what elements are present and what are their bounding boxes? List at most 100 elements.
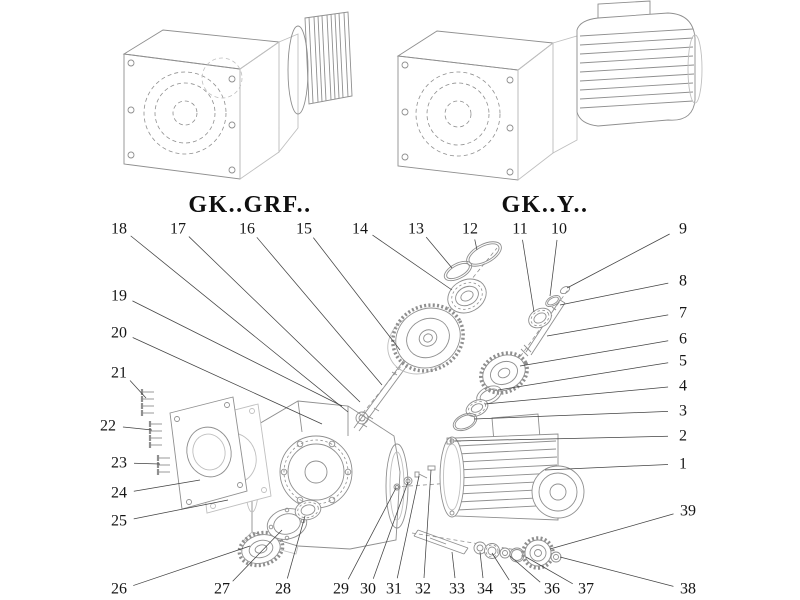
leader-line-8 [559, 282, 669, 306]
leader-line-32 [423, 469, 432, 579]
callout-36: 36 [544, 581, 560, 598]
callout-27: 27 [214, 581, 230, 598]
leader-line-16 [256, 237, 383, 386]
callout-6: 6 [679, 331, 687, 348]
screw-set-lower [156, 455, 170, 475]
callout-26: 26 [111, 581, 127, 598]
flange-fasteners [393, 465, 436, 491]
leader-line-36 [509, 555, 541, 583]
leader-line-31 [396, 475, 420, 579]
callout-28: 28 [275, 581, 291, 598]
callout-2: 2 [679, 428, 687, 445]
callout-21: 21 [111, 365, 127, 382]
leader-line-26 [133, 545, 251, 586]
callout-4: 4 [679, 378, 687, 395]
terminal-box [597, 0, 651, 18]
callout-23: 23 [111, 455, 127, 472]
leader-line-30 [372, 481, 409, 579]
callout-11: 11 [512, 221, 527, 238]
callout-33: 33 [449, 581, 465, 598]
leader-line-19 [132, 300, 343, 407]
inner-bearing [294, 499, 322, 521]
electric-motor [439, 413, 585, 521]
leader-line-25 [133, 499, 229, 520]
leader-line-38 [559, 556, 674, 587]
callout-25: 25 [111, 513, 127, 530]
leader-line-5 [497, 362, 669, 391]
leader-line-7 [546, 314, 669, 337]
callout-8: 8 [679, 273, 687, 290]
output-shaft-kit [413, 529, 562, 570]
bevel-gear [479, 351, 529, 395]
motor-flange [439, 436, 465, 518]
leader-line-11 [522, 239, 535, 313]
callout-7: 7 [679, 305, 687, 322]
callout-34: 34 [477, 581, 493, 598]
callout-39: 39 [680, 503, 696, 520]
callout-22: 22 [100, 418, 116, 435]
callout-5: 5 [679, 353, 687, 370]
callout-38: 38 [680, 581, 696, 598]
callout-35: 35 [510, 581, 526, 598]
leader-line-14 [372, 234, 453, 291]
leader-line-23 [133, 462, 161, 465]
leader-line-6 [519, 340, 669, 367]
leader-line-29 [347, 487, 397, 580]
leader-line-39 [549, 513, 674, 550]
callout-10: 10 [551, 221, 567, 238]
callout-30: 30 [360, 581, 376, 598]
callout-32: 32 [415, 581, 431, 598]
leader-line-18 [130, 235, 349, 413]
lower-pinion-bearing [465, 399, 489, 417]
callout-3: 3 [679, 403, 687, 420]
leader-line-24 [133, 479, 201, 492]
callout-15: 15 [296, 221, 312, 238]
shaft-nut [559, 285, 571, 295]
large-gear [387, 303, 465, 375]
leader-line-3 [473, 411, 669, 420]
leader-line-2 [454, 435, 669, 442]
callout-20: 20 [111, 325, 127, 342]
upper-bearing [447, 278, 487, 314]
screw-set-upper [140, 389, 154, 416]
leader-line-15 [313, 237, 401, 351]
callout-37: 37 [578, 581, 594, 598]
callout-14: 14 [352, 221, 368, 238]
gearbox-y-drawing [396, 0, 703, 181]
variant-title-grf: GK..GRF.. [188, 192, 311, 218]
callout-29: 29 [333, 581, 349, 598]
callout-16: 16 [239, 221, 255, 238]
callout-31: 31 [386, 581, 402, 598]
leader-line-21 [129, 380, 147, 399]
leader-line-4 [484, 386, 669, 405]
leader-line-13 [425, 236, 453, 269]
leader-line-28 [286, 515, 306, 579]
mounting-flange-plate [169, 396, 272, 514]
pinion-ring [545, 294, 561, 308]
leader-line-10 [549, 239, 558, 297]
leader-line-34 [479, 551, 484, 579]
gearbox-grf-drawing [122, 11, 353, 180]
leader-line-37 [525, 556, 573, 585]
callout-19: 19 [111, 288, 127, 305]
callout-17: 17 [170, 221, 186, 238]
leader-line-17 [188, 236, 361, 403]
leader-line-20 [132, 337, 323, 425]
exploded-view [140, 241, 585, 570]
motor-end-face [531, 465, 585, 519]
leader-line-22 [122, 426, 153, 431]
seal-ring [452, 412, 478, 432]
retaining-ring-large [466, 241, 502, 267]
leader-line-1 [544, 464, 669, 471]
callout-18: 18 [111, 221, 127, 238]
leader-line-27 [232, 529, 283, 582]
callout-12: 12 [462, 221, 478, 238]
variant-title-y: GK..Y.. [502, 192, 589, 218]
pinion-bearing [528, 307, 552, 329]
screw-set-middle [148, 421, 162, 448]
leader-line-12 [474, 239, 478, 251]
motor-drawing [576, 0, 703, 127]
leader-line-33 [451, 551, 456, 579]
